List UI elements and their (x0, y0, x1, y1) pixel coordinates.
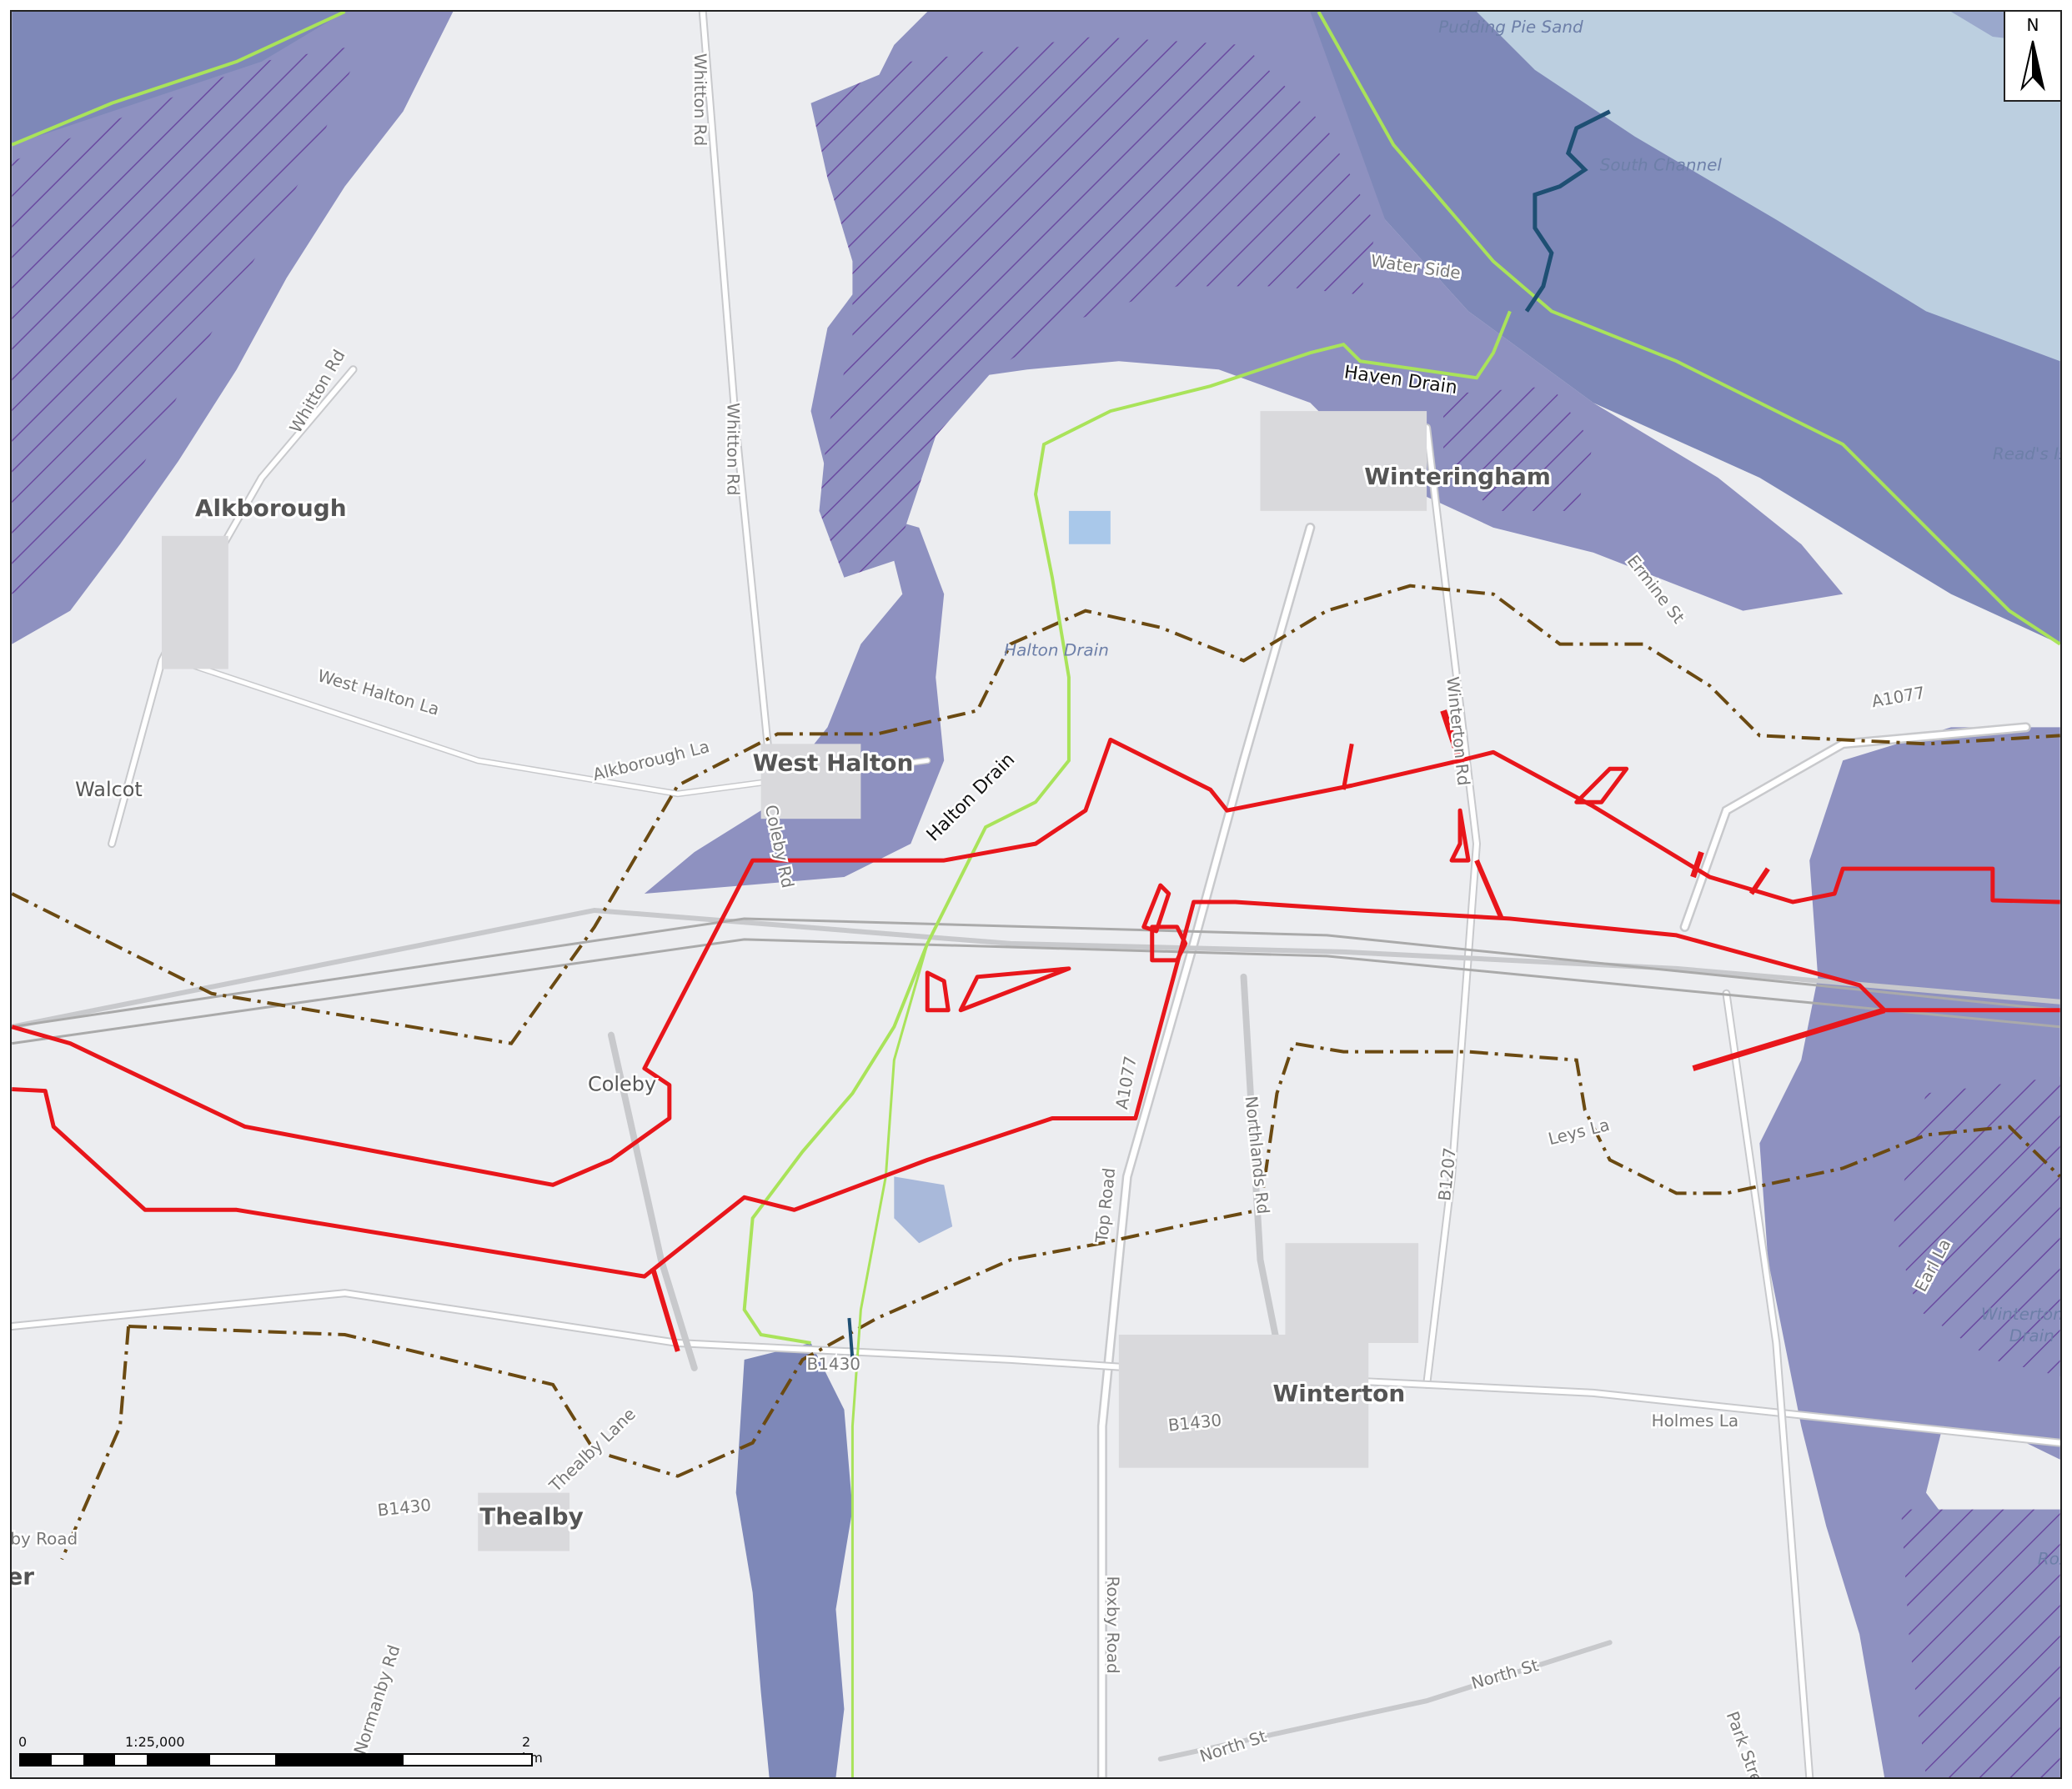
drains (12, 12, 2060, 1777)
map-frame[interactable]: Alkborough Walcot West Halton Winteringh… (10, 10, 2062, 1779)
label-reads-island: Read's Isl (1993, 443, 2060, 464)
pond-north (1068, 510, 1111, 544)
scale-zero: 0 (18, 1734, 28, 1750)
flood-hatch-right-bottom (1901, 1509, 2060, 1777)
label-walcot: Walcot (75, 778, 143, 801)
railway (12, 917, 2060, 1045)
label-winterton: Winterton (1272, 1380, 1405, 1407)
label-winteringham: Winteringham (1364, 463, 1551, 490)
label-winterton-drain-1: Winterton (1981, 1304, 2060, 1324)
label-holmes-la: Holmes La (1652, 1411, 1739, 1431)
scale-bar: 0 1:25,000 2 km (18, 1734, 543, 1767)
label-south-channel: South Channel (1600, 155, 1723, 175)
label-by-road: by Road (12, 1529, 78, 1549)
label-coleby: Coleby (588, 1073, 656, 1096)
label-halton-drain-italic: Halton Drain (1004, 640, 1109, 660)
north-arrow-icon (2020, 40, 2045, 92)
label-rox-edge: Rox (2038, 1548, 2060, 1568)
route-corridor (12, 709, 2060, 1352)
label-roxby-road: Roxby Road (1103, 1576, 1123, 1673)
boundaries (12, 584, 2060, 1561)
label-west-halton: West Halton (753, 749, 914, 776)
stream-dark-south (847, 1317, 855, 1361)
label-alkborough: Alkborough (195, 494, 347, 522)
scale-ratio: 1:25,000 (125, 1734, 185, 1750)
label-thealby: Thealby (479, 1503, 584, 1531)
label-winterton-drain-2: Drain (2009, 1325, 2054, 1346)
estuary-channel (1477, 12, 2060, 362)
flood-hatch-right (1893, 1076, 2060, 1376)
label-edge-left: er (12, 1562, 34, 1590)
lake-small (894, 1176, 953, 1244)
stream-dark (1524, 109, 1611, 313)
flood-hatch-left (12, 44, 362, 594)
map-canvas[interactable]: Alkborough Walcot West Halton Winteringh… (12, 12, 2060, 1777)
north-arrow: N (2004, 10, 2062, 102)
settlements (161, 411, 1427, 1551)
label-whitton-rd-1: Whitton Rd (690, 53, 710, 146)
label-whitton-rd-2: Whitton Rd (724, 403, 744, 495)
flood-hatch-east (1443, 386, 1593, 511)
label-pudding-pie-sand: Pudding Pie Sand (1438, 17, 1583, 37)
scale-bar-graphic (19, 1753, 533, 1766)
lake-south (735, 1342, 853, 1777)
flood-hatch-central (810, 36, 1377, 578)
label-b1430-a: B1430 (807, 1354, 860, 1374)
north-letter: N (2026, 15, 2039, 35)
